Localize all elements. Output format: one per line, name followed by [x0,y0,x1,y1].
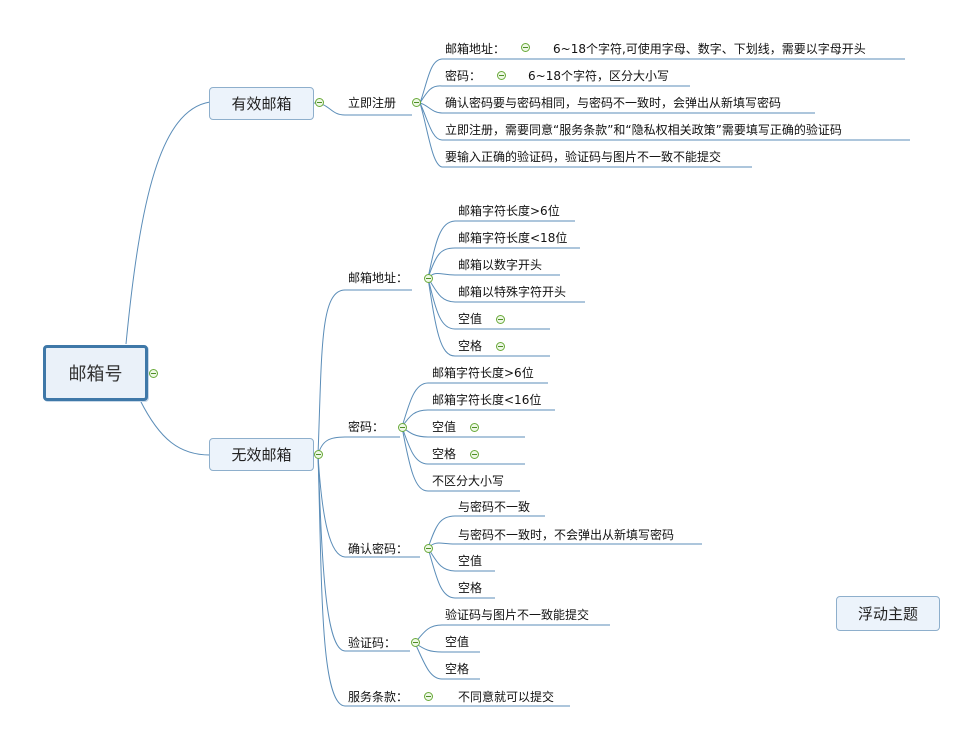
invalid-password-topic[interactable]: 密码： [348,420,385,434]
topic-valid-email[interactable]: 有效邮箱 [209,87,314,120]
collapse-toggle-icon[interactable] [424,692,433,701]
list-item[interactable]: 与密码不一致时，不会弹出从新填写密码 [458,528,675,542]
list-item[interactable]: 邮箱以数字开头 [458,258,543,272]
list-item[interactable]: 邮箱字符长度<16位 [432,393,542,407]
collapse-toggle-icon[interactable] [470,450,479,459]
list-item[interactable]: 邮箱字符长度<18位 [458,231,568,245]
valid-email-label[interactable]: 邮箱地址： [445,42,506,56]
list-item[interactable]: 空格 [445,662,470,676]
list-item[interactable]: 空值 [445,635,470,649]
collapse-toggle-icon[interactable] [497,71,506,80]
collapse-toggle-icon[interactable] [314,450,323,459]
collapse-toggle-icon[interactable] [496,342,505,351]
list-item[interactable]: 空值 [458,554,483,568]
collapse-toggle-icon[interactable] [424,544,433,553]
collapse-toggle-icon[interactable] [424,274,433,283]
collapse-toggle-icon[interactable] [412,98,421,107]
list-item[interactable]: 邮箱字符长度>6位 [432,366,534,380]
invalid-terms-detail[interactable]: 不同意就可以提交 [458,690,555,704]
list-item[interactable]: 邮箱以特殊字符开头 [458,285,567,299]
topic-invalid-email[interactable]: 无效邮箱 [209,438,314,471]
invalid-email-topic[interactable]: 邮箱地址： [348,271,409,285]
list-item[interactable]: 不区分大小写 [432,474,505,488]
valid-confirm-item[interactable]: 确认密码要与密码相同，与密码不一致时，会弹出从新填写密码 [445,96,782,110]
collapse-toggle-icon[interactable] [398,423,407,432]
list-item[interactable]: 空格 [432,447,457,461]
valid-terms-item[interactable]: 立即注册，需要同意“服务条款”和“隐私权相关政策”需要填写正确的验证码 [445,123,842,137]
valid-captcha-item[interactable]: 要输入正确的验证码，验证码与图片不一致不能提交 [445,150,722,164]
collapse-toggle-icon[interactable] [470,423,479,432]
list-item[interactable]: 空值 [458,312,483,326]
root-topic[interactable]: 邮箱号 [43,345,148,401]
list-item[interactable]: 空格 [458,581,483,595]
invalid-confirm-topic[interactable]: 确认密码： [348,542,409,556]
list-item[interactable]: 与密码不一致 [458,500,531,514]
list-item[interactable]: 空值 [432,420,457,434]
invalid-captcha-topic[interactable]: 验证码： [348,636,397,650]
list-item[interactable]: 空格 [458,339,483,353]
valid-password-label[interactable]: 密码： [445,69,482,83]
invalid-terms-topic[interactable]: 服务条款： [348,690,409,704]
collapse-toggle-icon[interactable] [521,43,530,52]
list-item[interactable]: 验证码与图片不一致能提交 [445,608,590,622]
collapse-toggle-icon[interactable] [315,98,324,107]
collapse-toggle-icon[interactable] [411,638,420,647]
list-item[interactable]: 邮箱字符长度>6位 [458,204,560,218]
floating-topic[interactable]: 浮动主题 [836,596,940,631]
register-topic[interactable]: 立即注册 [348,96,397,110]
valid-password-detail[interactable]: 6~18个字符，区分大小写 [528,69,669,83]
collapse-toggle-icon[interactable] [149,369,158,378]
valid-email-detail[interactable]: 6~18个字符,可使用字母、数字、下划线，需要以字母开头 [553,42,866,56]
collapse-toggle-icon[interactable] [496,315,505,324]
